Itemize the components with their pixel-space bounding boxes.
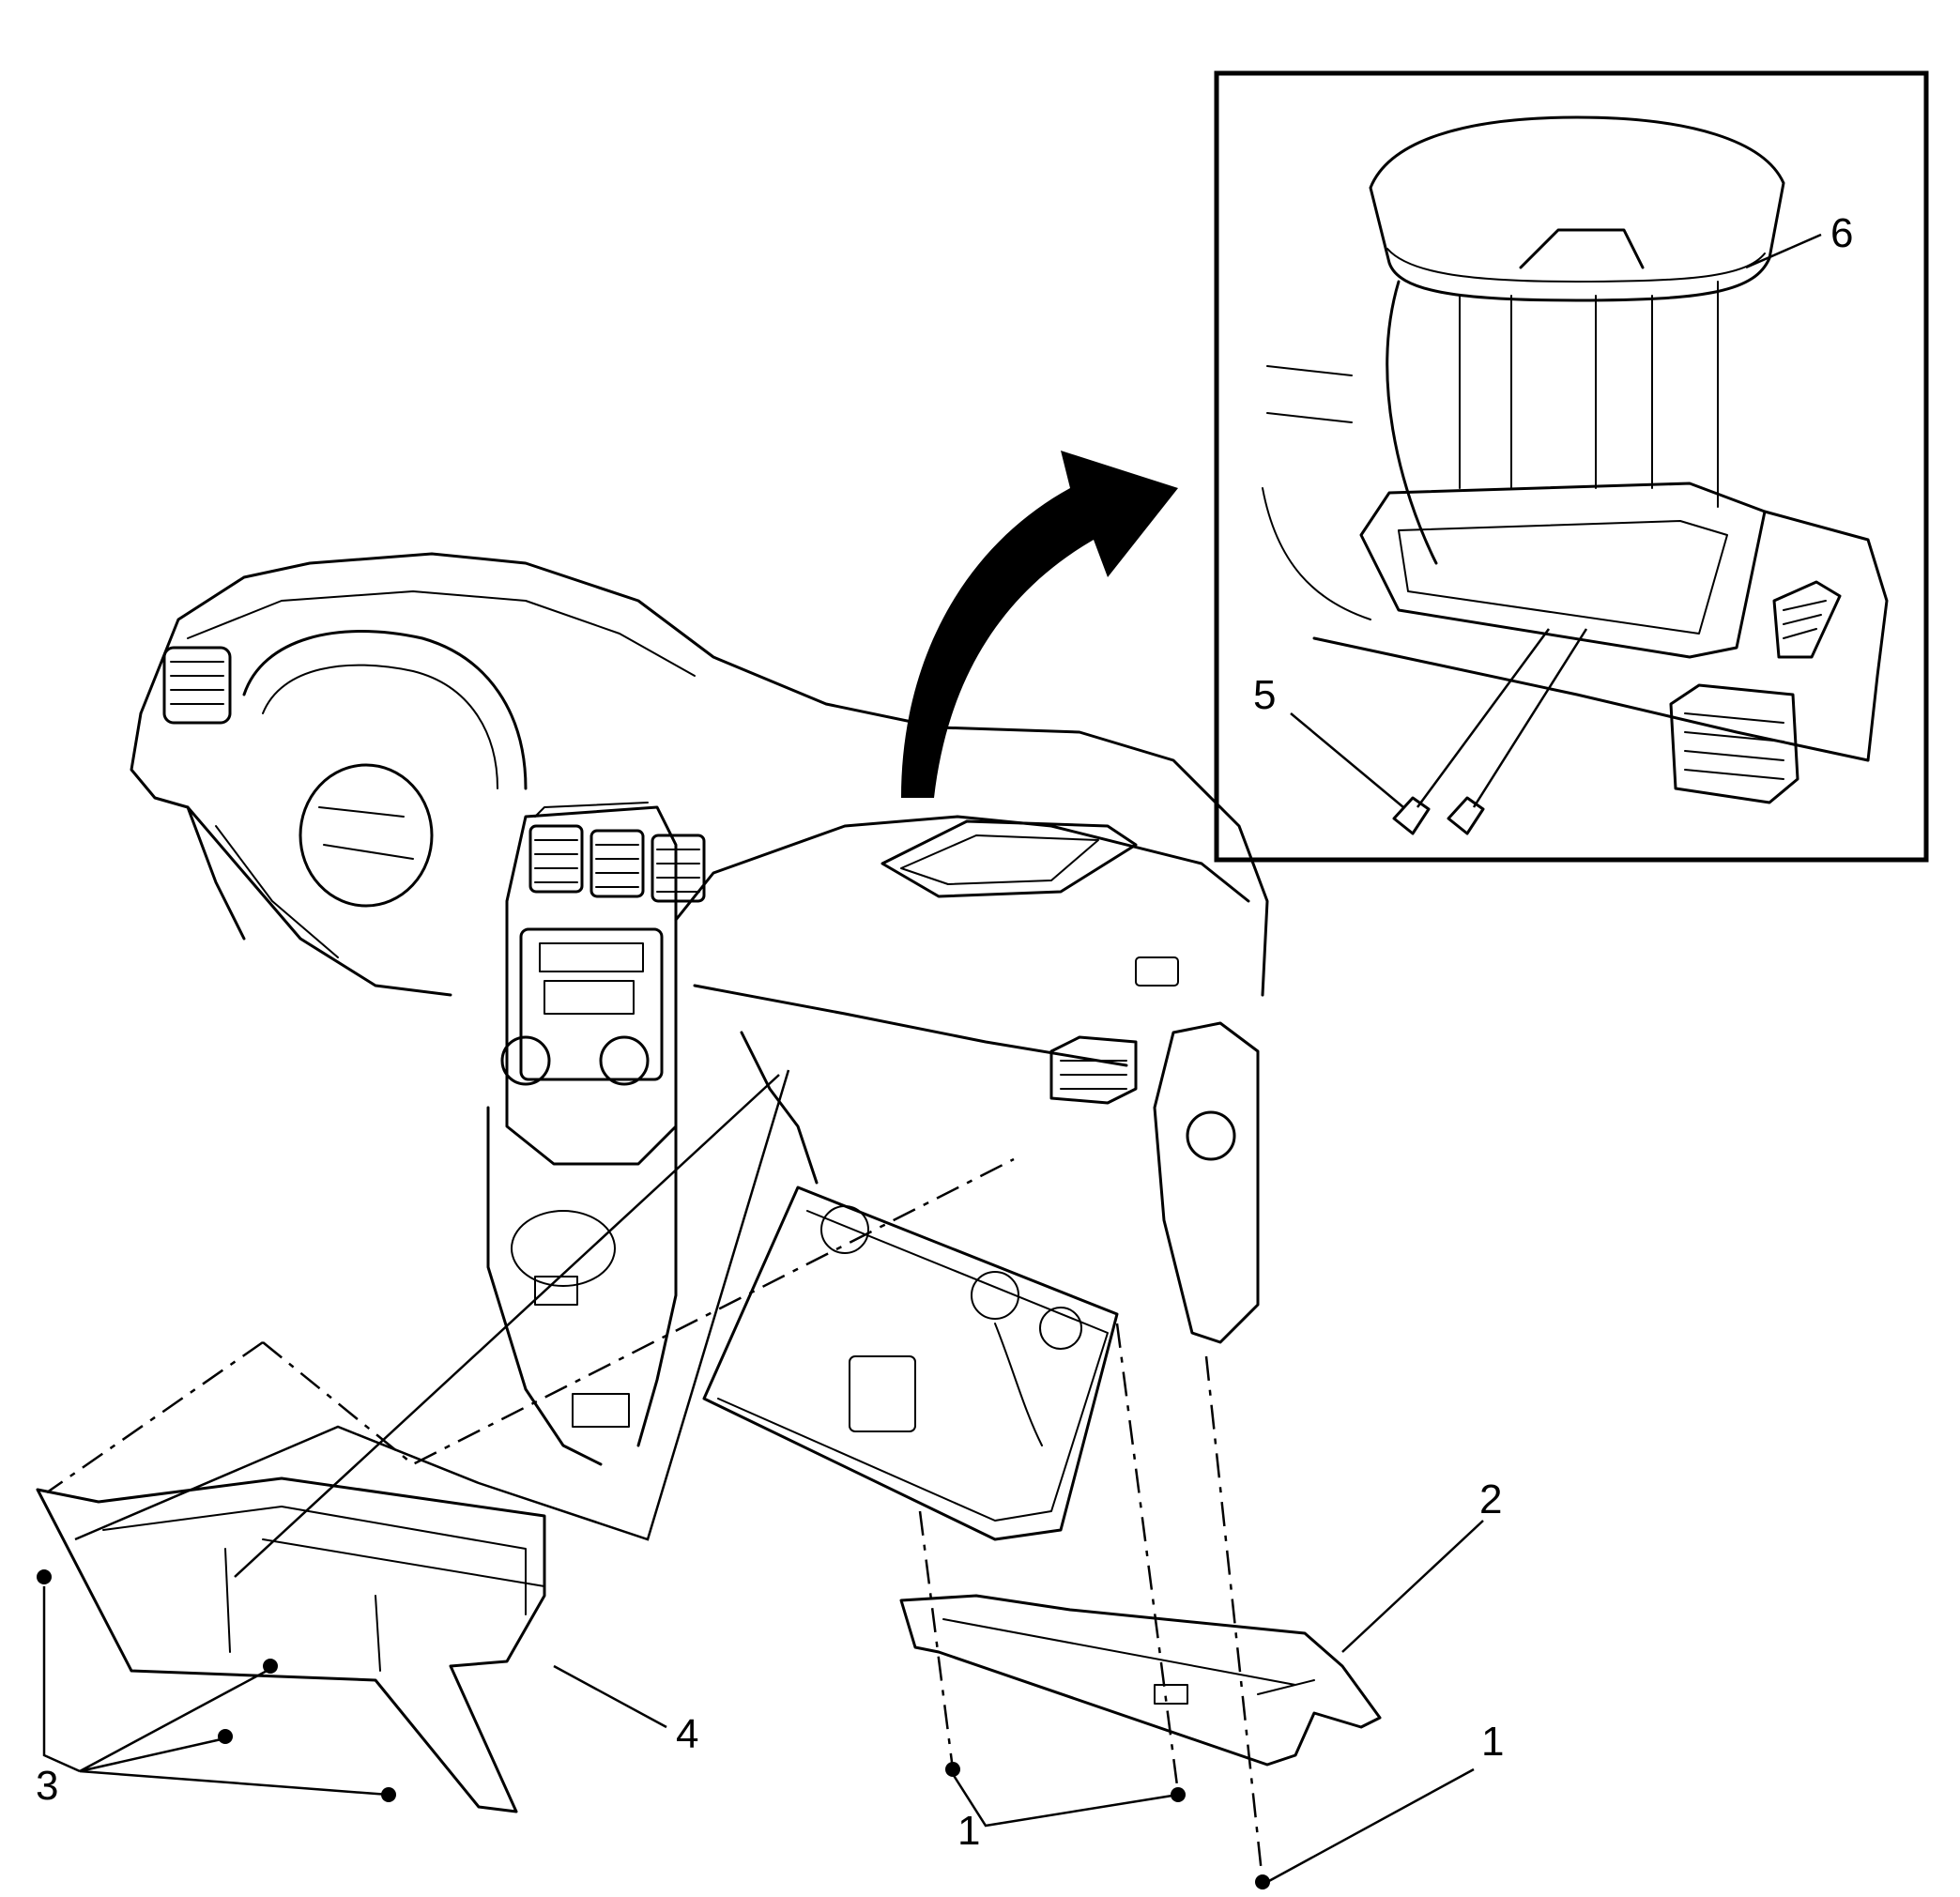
fastener-dot xyxy=(945,1762,960,1777)
fasteners xyxy=(37,1569,1270,1889)
assembly-leaders xyxy=(46,1069,1264,1883)
callout-labels: 1 1 2 3 4 5 6 xyxy=(36,210,1853,1854)
instrument-panel xyxy=(130,552,1269,1541)
closeout-panel-right xyxy=(899,1594,1382,1767)
fastener-dot xyxy=(218,1729,233,1744)
fastener-dot xyxy=(37,1569,52,1584)
fastener-dot xyxy=(1255,1874,1270,1889)
callout-4: 4 xyxy=(676,1711,698,1757)
callout-6: 6 xyxy=(1830,210,1853,256)
closeout-panel-left xyxy=(36,1476,546,1813)
callout-3: 3 xyxy=(36,1763,58,1809)
callout-1-right: 1 xyxy=(1481,1719,1504,1765)
callout-5: 5 xyxy=(1253,672,1276,718)
view-arrow xyxy=(901,451,1178,798)
callout-2: 2 xyxy=(1479,1476,1502,1522)
detail-inset xyxy=(1214,70,1929,863)
callout-leaders xyxy=(42,233,1822,1884)
callout-1-left: 1 xyxy=(957,1808,980,1854)
